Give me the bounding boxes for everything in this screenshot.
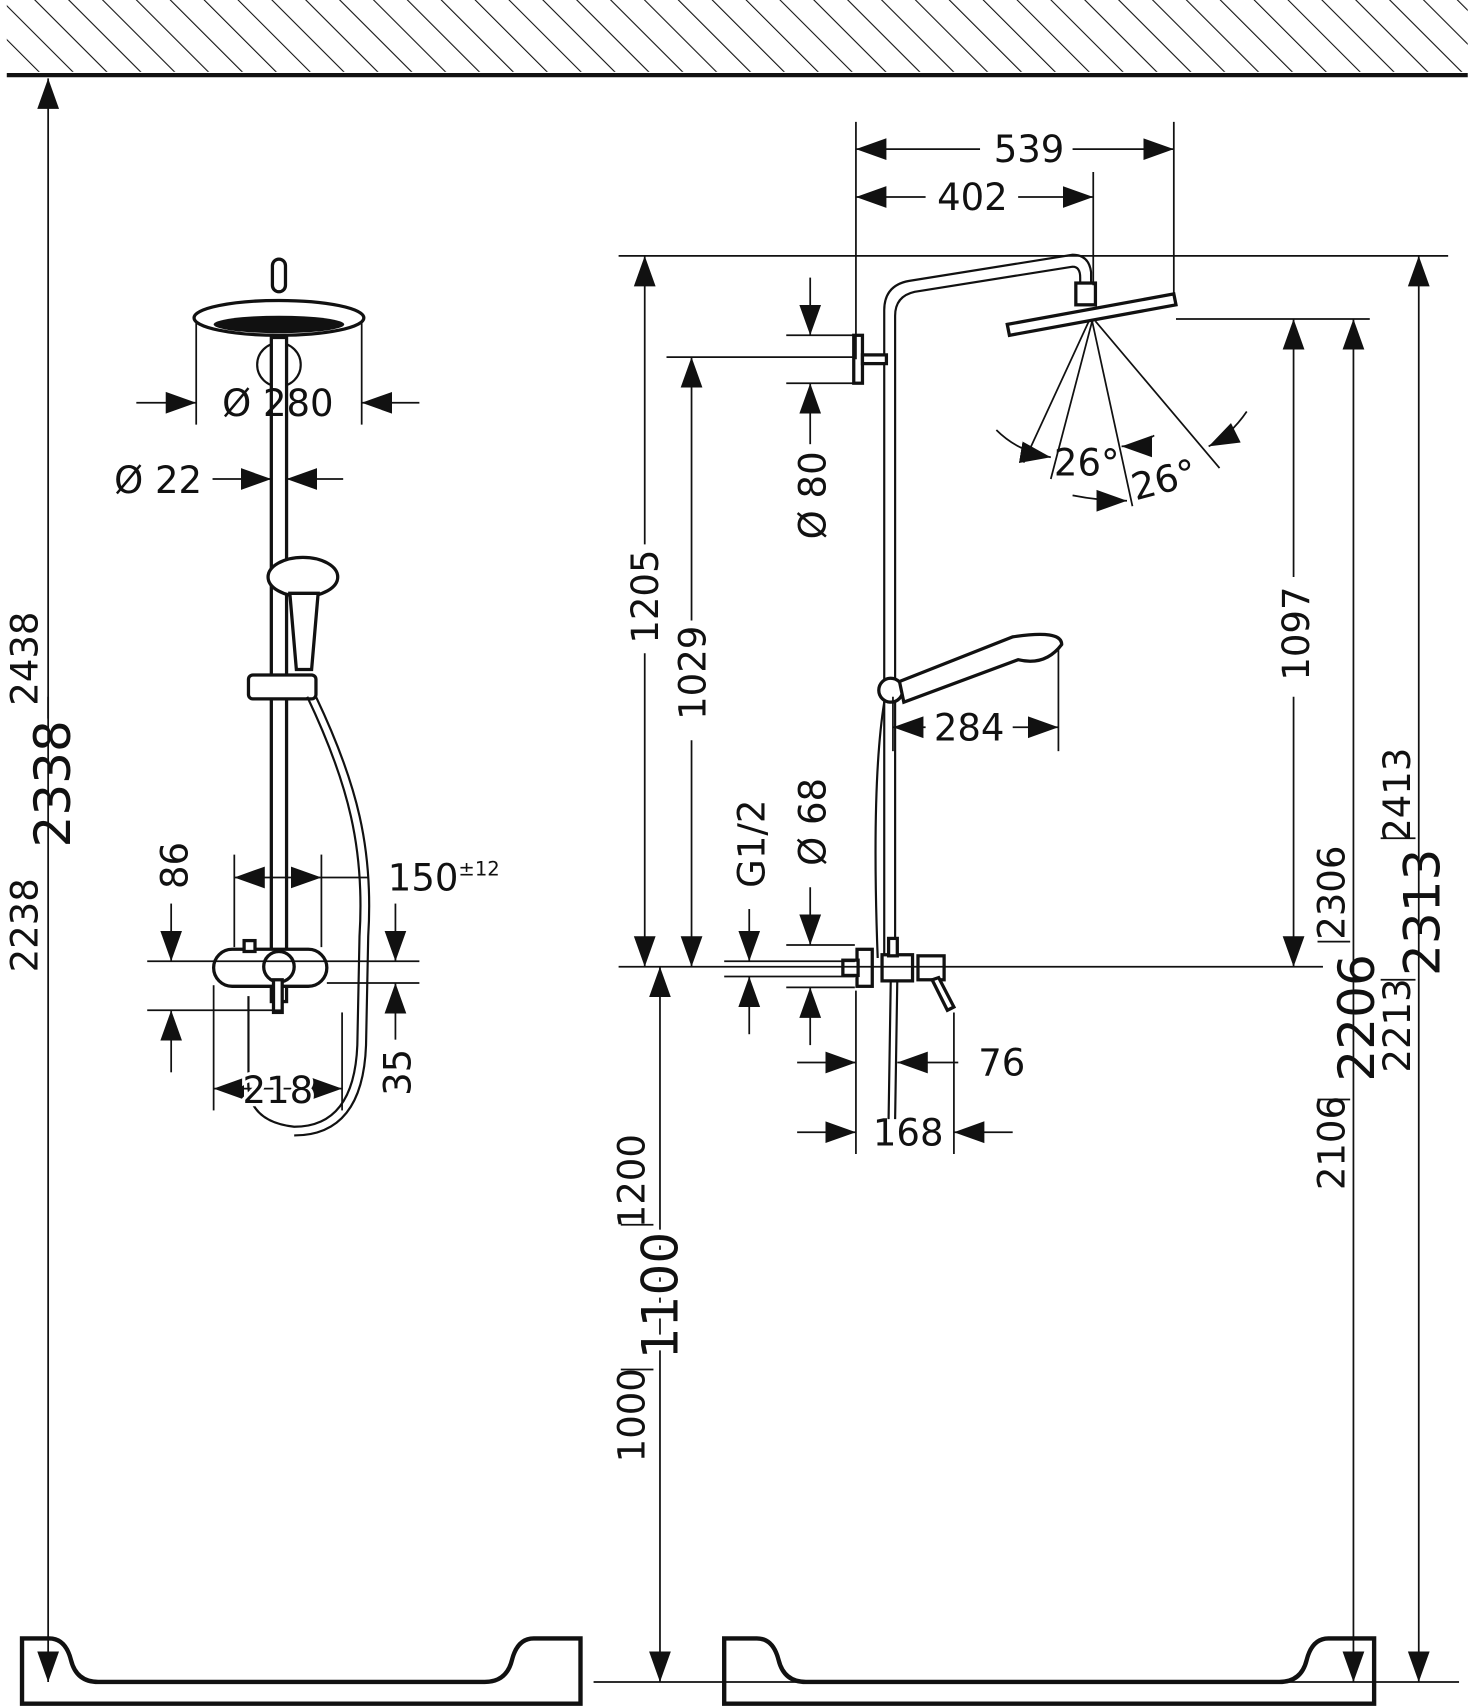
hand-shower [266, 555, 340, 599]
label-mixer-height-nominal: 1100 [631, 1232, 689, 1359]
label-head-height-min: 2106 [1311, 1096, 1354, 1190]
label-offset: 35 [377, 1049, 420, 1096]
label-projection-total: 539 [994, 128, 1065, 171]
label-mixer-height-min: 1000 [611, 1368, 654, 1462]
label-arm-height-min: 2213 [1376, 978, 1419, 1072]
shower-arm [883, 253, 1093, 959]
label-height-bracket: 1029 [672, 626, 715, 720]
bathtub-left [19, 1636, 583, 1706]
label-head-height-nominal: 2206 [1328, 954, 1386, 1081]
label-head-to-mixer: 1097 [1275, 587, 1318, 681]
ceiling [6, 0, 1468, 78]
label-centres: 150±12 [388, 857, 500, 900]
side-view: 26° 26° 539 402 Ø 80 [611, 121, 1451, 1682]
label-mixer-height-max: 1200 [611, 1134, 654, 1228]
label-mixer-depth: 76 [978, 1042, 1025, 1085]
riser-pipe [269, 335, 289, 1004]
label-head-height-max: 2306 [1311, 846, 1354, 940]
label-diameter-pipe: Ø 22 [114, 459, 202, 502]
mixer-side [841, 936, 957, 1120]
label-projection-arm: 402 [937, 176, 1008, 219]
bathtub-right [722, 1636, 1377, 1706]
label-arm-height-nominal: 2313 [1393, 849, 1451, 976]
label-height-max: 2438 [3, 612, 46, 706]
label-connection-thread: G1/2 [730, 800, 773, 888]
label-height-arm: 1205 [624, 549, 667, 643]
label-mixer-projection: 168 [873, 1111, 944, 1154]
hand-shower-side [897, 632, 1064, 705]
overhead-shower-side [1005, 292, 1178, 338]
label-mixer-diameter: Ø 68 [791, 778, 834, 866]
label-bracket-diameter: Ø 80 [791, 451, 834, 539]
label-diameter-head: Ø 280 [222, 382, 334, 425]
label-height-nominal: 2338 [24, 720, 82, 847]
label-handshower-length: 284 [934, 706, 1005, 749]
label-arm-height-max: 2413 [1376, 748, 1419, 842]
front-view: 2438 2338 2238 Ø 280 Ø 22 86 [3, 78, 500, 1682]
label-spray-angle-1: 26° [1054, 442, 1120, 485]
label-mixer-width: 218 [243, 1069, 314, 1112]
label-mixer-height: 86 [153, 842, 196, 889]
label-height-min: 2238 [3, 878, 46, 972]
label-spray-angle-2: 26° [1127, 451, 1201, 510]
